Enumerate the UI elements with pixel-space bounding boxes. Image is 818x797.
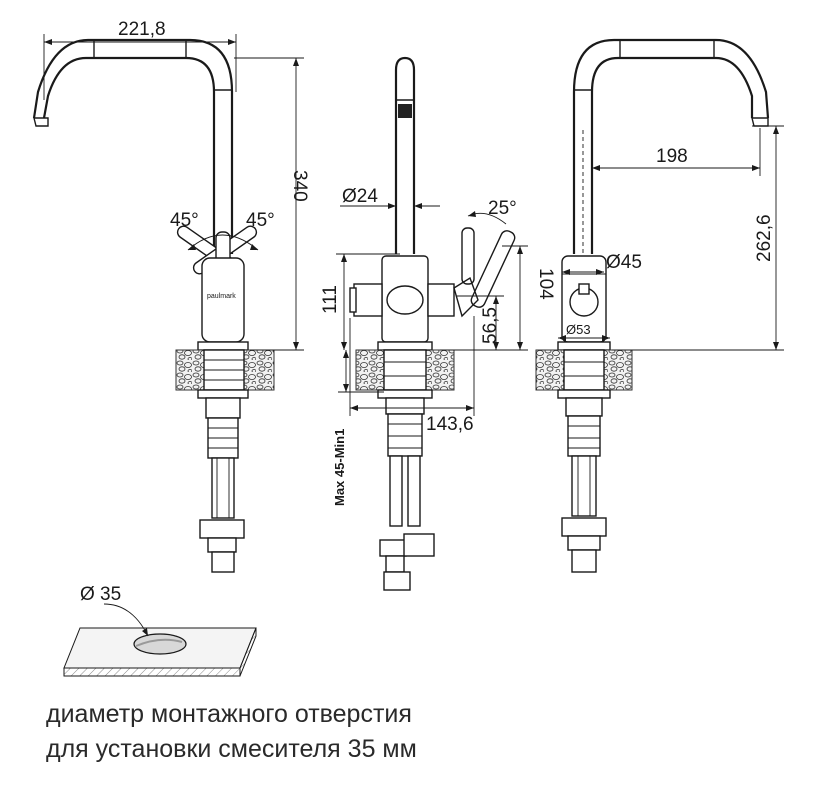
dim-height-111: 111 (320, 285, 341, 314)
right-view: 198 262,6 Ø45 Ø53 (535, 38, 784, 573)
dim-angle-right: 45° (246, 210, 275, 231)
caption-line-2: для установки смесителя 35 мм (46, 735, 417, 763)
dim-diam-45: Ø45 (606, 252, 642, 273)
brand-mark: paulmark (207, 293, 236, 300)
dim-height-340: 340 (289, 170, 310, 202)
caption-line-1: диаметр монтажного отверстия (46, 700, 412, 728)
left-view: paulmark 221,8 340 (32, 19, 310, 573)
dim-hole-diam: Ø 35 (80, 584, 121, 605)
dim-mount-range: Max 45-Min1 (332, 429, 347, 506)
dim-height-262: 262,6 (754, 214, 775, 262)
dim-angle-25: 25° (488, 198, 517, 219)
hole-sketch: Ø 35 (63, 584, 257, 677)
dim-height-104: 104 (535, 268, 556, 300)
dim-angle-left: 45° (170, 210, 199, 231)
dim-reach-143: 143,6 (426, 414, 474, 435)
middle-view: Ø24 25° 111 104 56,5 143,6 Max 45-Min1 (320, 56, 556, 591)
dim-reach-198: 198 (656, 146, 688, 167)
dim-width-221: 221,8 (118, 19, 166, 40)
dim-diam-53: Ø53 (566, 322, 591, 337)
dim-height-56: 56,5 (480, 307, 501, 344)
dim-diam-24: Ø24 (342, 186, 378, 207)
